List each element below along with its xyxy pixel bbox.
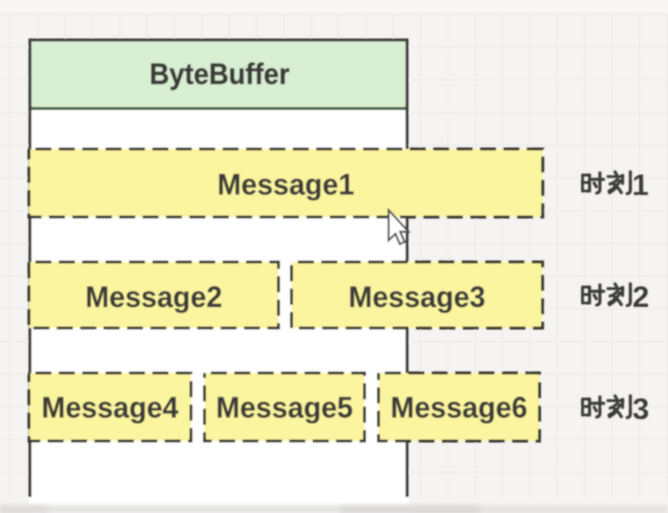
svg-text:3: 3 bbox=[633, 393, 650, 426]
svg-text:Message6: Message6 bbox=[391, 392, 528, 425]
svg-text:ByteBuffer: ByteBuffer bbox=[150, 58, 290, 91]
svg-text:Message2: Message2 bbox=[85, 281, 222, 314]
svg-text:2: 2 bbox=[633, 281, 650, 314]
svg-text:Message5: Message5 bbox=[216, 392, 353, 425]
svg-text:Message1: Message1 bbox=[217, 169, 354, 202]
svg-text:Message3: Message3 bbox=[349, 281, 486, 314]
svg-text:Message4: Message4 bbox=[42, 392, 179, 425]
svg-text:1: 1 bbox=[632, 169, 649, 202]
